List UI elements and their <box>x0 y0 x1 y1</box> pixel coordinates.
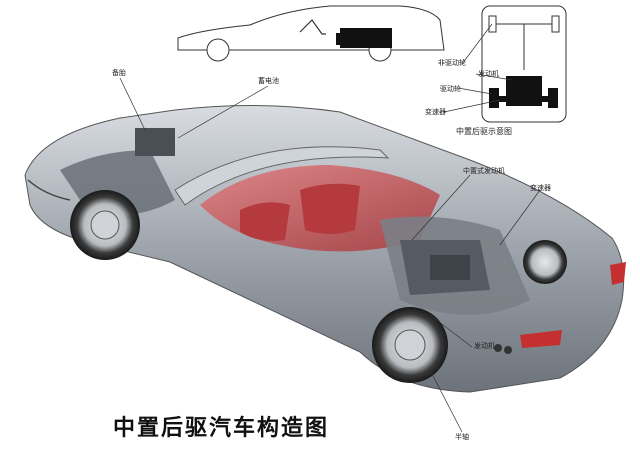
schematic-diagram <box>481 5 567 123</box>
rear-wheel-right <box>523 240 567 284</box>
label-transmission-right: 变速器 <box>530 184 551 192</box>
label-half-shaft: 半轴 <box>455 433 469 441</box>
label-mid-engine: 中置式发动机 <box>463 167 505 175</box>
engine-block-sketch <box>340 28 392 48</box>
main-car <box>24 104 626 393</box>
label-transmission-top: 变速器 <box>425 108 446 116</box>
label-non-drive-wheel: 非驱动轮 <box>438 59 466 67</box>
schematic-title: 中置后驱示意图 <box>456 127 512 136</box>
label-battery: 蓄电池 <box>258 77 279 85</box>
label-drive-wheel: 驱动轮 <box>440 85 461 93</box>
side-view-sketch <box>177 5 445 62</box>
battery-shape <box>135 128 175 156</box>
label-spare-tire: 备胎 <box>112 69 126 77</box>
leader-lines <box>119 23 541 433</box>
label-engine-top: 发动机 <box>478 70 499 78</box>
label-engine-bottom: 发动机 <box>474 342 495 350</box>
diagram-title: 中置后驱汽车构造图 <box>113 415 330 441</box>
